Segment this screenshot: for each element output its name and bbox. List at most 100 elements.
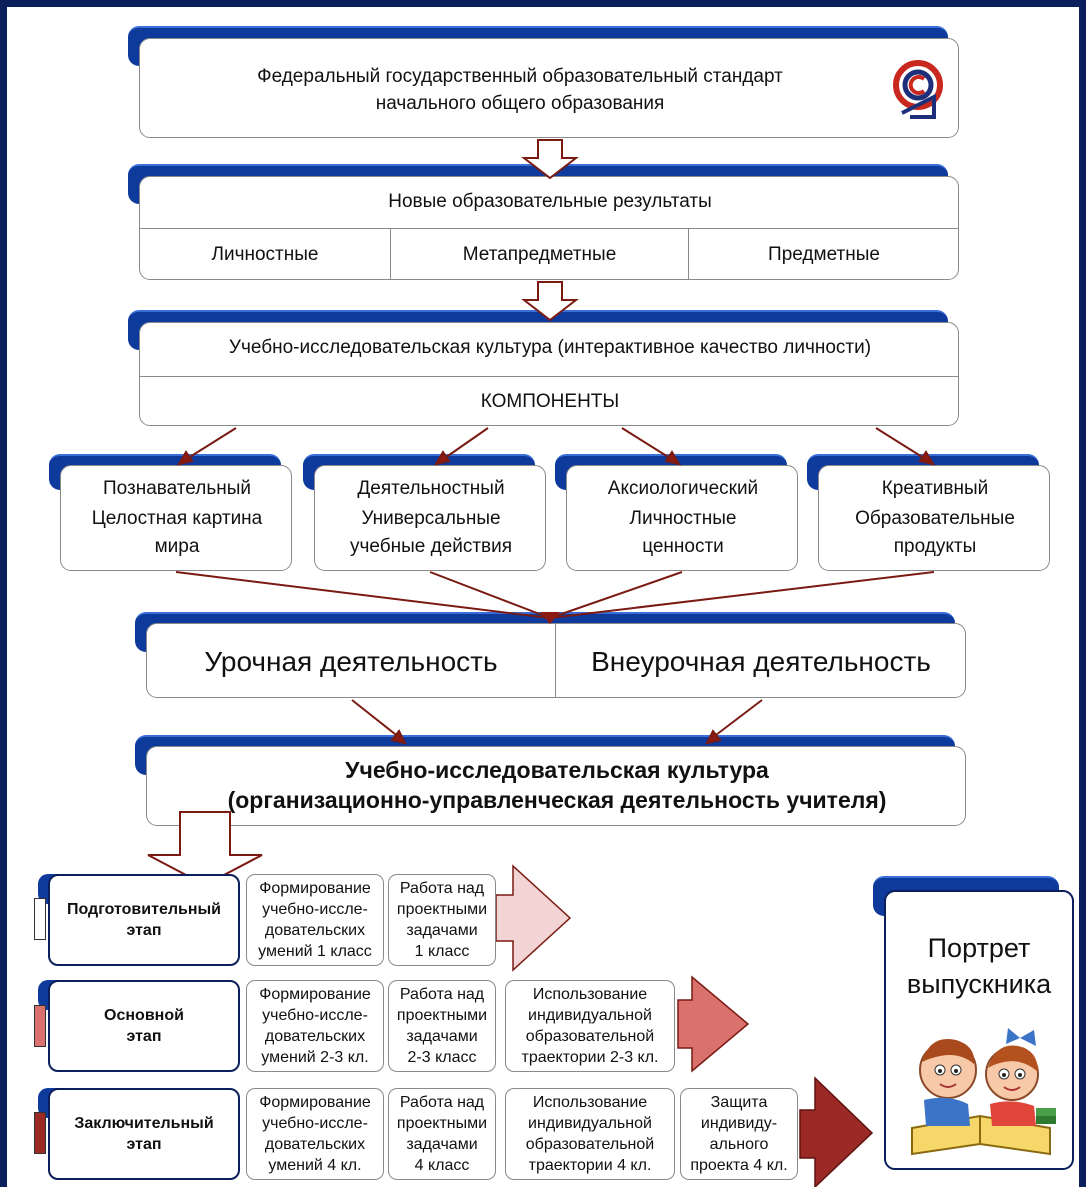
activity-divider	[555, 624, 556, 697]
component-desc-2: мира	[154, 536, 200, 557]
line: довательских	[264, 922, 366, 939]
activity-lesson: Урочная деятельность	[204, 645, 498, 677]
converge-arrowhead	[540, 612, 560, 624]
line: проектными	[396, 1115, 488, 1132]
component-desc-1: Целостная картина	[91, 508, 263, 529]
standard-title: Федеральный государственный образователь…	[200, 63, 840, 117]
component-creative: Креативный Образовательные продукты	[818, 465, 1050, 571]
down-arrow-3	[147, 811, 263, 887]
line: образовательной	[525, 1136, 655, 1153]
line: Работа над	[399, 1094, 485, 1111]
line: траектории 4 кл.	[528, 1157, 652, 1174]
line: 1 класс	[414, 943, 470, 960]
line-extra-to-teacher	[711, 699, 763, 739]
fgos-logo-icon	[893, 60, 943, 119]
line: умений 2-3 кл.	[261, 1049, 369, 1066]
activity-extracurricular: Внеурочная деятельность	[591, 645, 931, 677]
line: довательских	[264, 1136, 366, 1153]
stage-final-l2: этап	[126, 1136, 162, 1153]
line-to-axiological	[621, 427, 674, 461]
line: Работа над	[399, 986, 485, 1003]
converge-line-3	[549, 571, 683, 619]
stage-marker-3	[34, 1112, 46, 1154]
line-to-cognitive	[184, 427, 237, 461]
arrowhead-cognitive	[176, 450, 194, 466]
results-sep-1	[390, 229, 391, 279]
converge-line-4	[549, 571, 935, 619]
down-arrow-2	[521, 281, 579, 322]
stage-main-l2: этап	[126, 1028, 162, 1045]
arrowhead-activity	[433, 450, 451, 466]
line: Формирование	[259, 1094, 371, 1111]
teacher-title: Учебно-исследовательская культура (орган…	[147, 755, 967, 815]
component-desc-1: Универсальные	[361, 508, 501, 529]
line: Использование	[532, 986, 648, 1003]
stage-preparatory-l2: этап	[126, 922, 162, 939]
line: Работа над	[399, 880, 485, 897]
line-to-activity	[441, 427, 489, 461]
line: Защита	[710, 1094, 768, 1111]
line: учебно-иссле-	[262, 1115, 368, 1132]
component-desc-2: учебные действия	[349, 536, 513, 557]
component-desc-2: продукты	[893, 536, 977, 557]
component-name: Познавательный	[103, 478, 251, 499]
results-divider	[140, 228, 958, 229]
block-arrow-row3	[799, 1076, 874, 1187]
line: 4 класс	[414, 1157, 470, 1174]
component-activity: Деятельностный Универсальные учебные дей…	[314, 465, 546, 571]
converge-line-1	[175, 571, 551, 619]
line: Формирование	[259, 880, 371, 897]
result-subject: Предметные	[768, 244, 880, 265]
arrowhead-extra	[705, 729, 722, 745]
line: 2-3 класс	[407, 1049, 477, 1066]
teacher-box: Учебно-исследовательская культура (орган…	[146, 746, 966, 826]
results-box: Новые образовательные результаты Личност…	[139, 176, 959, 280]
stage-preparatory-l1: Подготовительный	[66, 901, 221, 918]
stage-marker-2	[34, 1005, 46, 1047]
results-sep-2	[688, 229, 689, 279]
component-desc-1: Личностные	[629, 508, 737, 529]
result-personal: Личностные	[211, 244, 319, 265]
teacher-line1: Учебно-исследовательская культура	[345, 757, 769, 783]
line: проектными	[396, 901, 488, 918]
line: учебно-иссле-	[262, 901, 368, 918]
standard-line2: начального общего образования	[375, 93, 665, 114]
culture-divider	[140, 376, 958, 377]
component-cognitive: Познавательный Целостная картина мира	[60, 465, 292, 571]
line: Использование	[532, 1094, 648, 1111]
results-title: Новые образовательные результаты	[388, 191, 712, 212]
component-name: Деятельностный	[357, 478, 505, 499]
activity-box: Урочная деятельность Внеурочная деятельн…	[146, 623, 966, 698]
component-axiological: Аксиологический Личностные ценности	[566, 465, 798, 571]
component-name: Креативный	[881, 478, 989, 499]
portrait-line2: выпускника	[906, 969, 1052, 999]
block-arrow-row2	[677, 975, 750, 1073]
line: задачами	[406, 1028, 478, 1045]
standard-box: Федеральный государственный образователь…	[139, 38, 959, 138]
arrowhead-creative	[918, 450, 936, 466]
stage-final: Заключительный этап	[48, 1088, 240, 1180]
component-name: Аксиологический	[607, 478, 759, 499]
line: траектории 2-3 кл.	[521, 1049, 659, 1066]
stage-preparatory: Подготовительный этап	[48, 874, 240, 966]
arrowhead-axiological	[664, 450, 682, 466]
stage-final-l1: Заключительный	[74, 1115, 214, 1132]
line: довательских	[264, 1028, 366, 1045]
line-lesson-to-teacher	[351, 699, 401, 739]
line: ального	[709, 1136, 769, 1153]
standard-line1: Федеральный государственный образователь…	[257, 66, 783, 87]
line: образовательной	[525, 1028, 655, 1045]
components-label: КОМПОНЕНТЫ	[480, 391, 620, 412]
teacher-line2: (организационно-управленческая деятельно…	[227, 787, 887, 813]
line-to-creative	[875, 427, 928, 461]
arrowhead-lesson	[390, 729, 407, 745]
